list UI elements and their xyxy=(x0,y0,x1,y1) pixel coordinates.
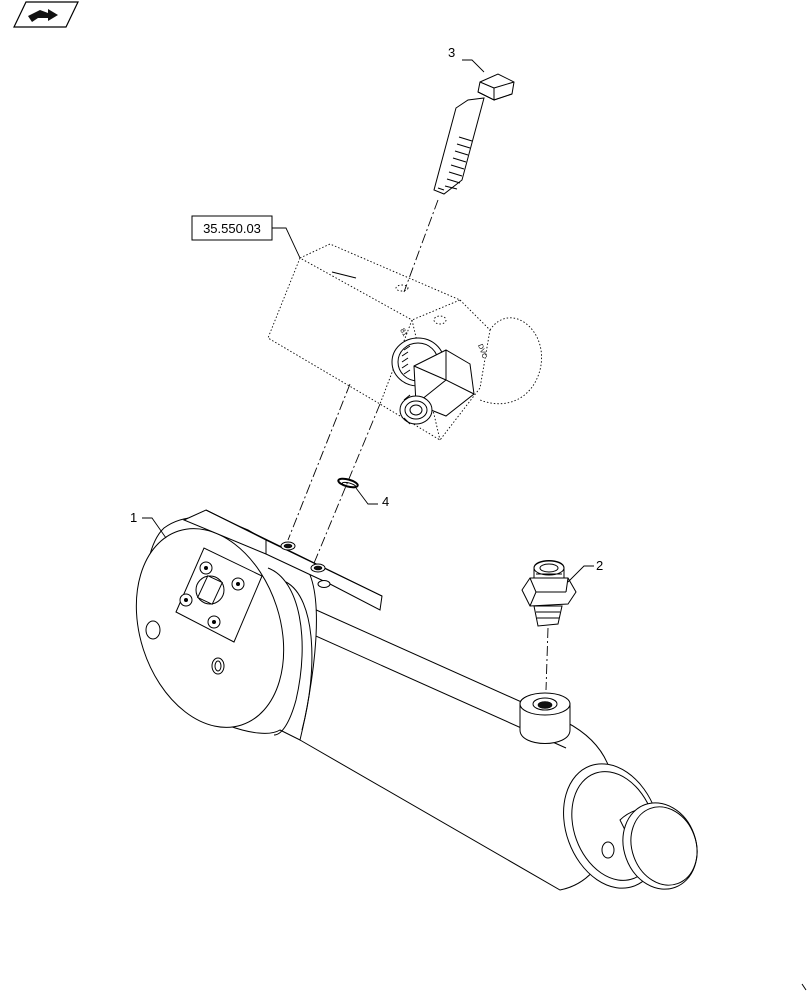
bolt[interactable] xyxy=(433,73,515,195)
svg-text:DVC: DVC xyxy=(476,343,488,359)
svg-text:81: 81 xyxy=(398,328,408,338)
callout-2: 2 xyxy=(596,558,603,573)
reference-box[interactable]: 35.550.03 xyxy=(191,215,273,241)
fitting[interactable] xyxy=(521,560,577,627)
o-ring[interactable] xyxy=(337,477,359,489)
valve-fitting xyxy=(391,337,475,425)
callout-1: 1 xyxy=(130,510,137,525)
callout-4: 4 xyxy=(382,494,389,509)
hydraulic-cylinder[interactable] xyxy=(112,509,709,902)
reference-label: 35.550.03 xyxy=(203,221,261,236)
callout-3: 3 xyxy=(448,45,455,60)
navigation-arrow-icon[interactable] xyxy=(13,1,79,28)
valve-block-phantom: 81 DVC xyxy=(267,243,542,441)
